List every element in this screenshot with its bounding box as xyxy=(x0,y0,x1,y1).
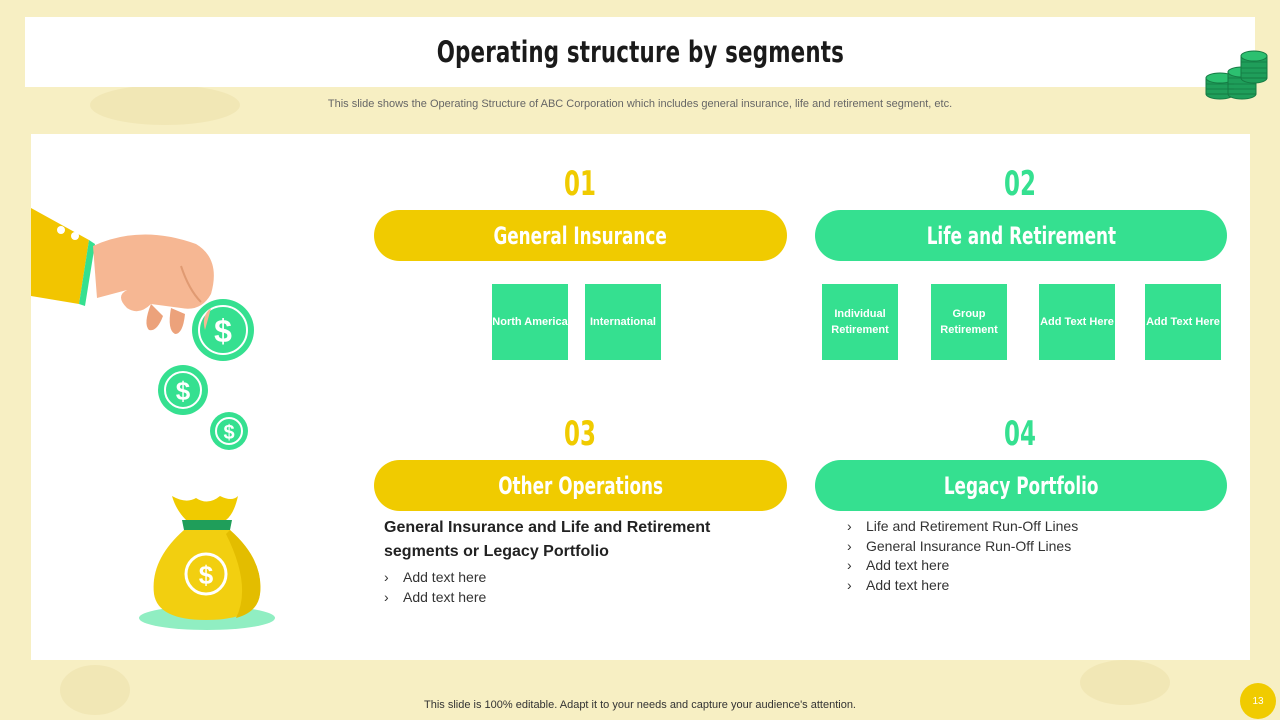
svg-text:$: $ xyxy=(223,422,234,444)
bullet-item: Life and Retirement Run-Off Lines xyxy=(847,517,1078,537)
slide-subtitle: This slide shows the Operating Structure… xyxy=(327,98,953,110)
segment-title-pill: General Insurance xyxy=(374,210,787,261)
coin-stack-icon xyxy=(1205,50,1268,100)
background-decoration xyxy=(90,85,240,125)
segment-box: Individual Retirement xyxy=(822,284,898,360)
bullet-item: Add text here xyxy=(847,576,1078,596)
segment-box: Add Text Here xyxy=(1039,284,1115,360)
svg-text:$: $ xyxy=(214,313,232,349)
title-bar: Operating structure by segments xyxy=(25,17,1255,87)
money-bag-icon: $ xyxy=(139,496,275,630)
hand-with-coin-icon: $ xyxy=(31,208,254,361)
bullet-list: Add text here Add text here xyxy=(384,568,486,607)
slide-title: Operating structure by segments xyxy=(436,35,844,69)
segment-box: Add Text Here xyxy=(1145,284,1221,360)
bullet-item: Add text here xyxy=(384,568,486,588)
dollar-coin-icon: $ xyxy=(210,412,248,450)
bullet-list: Life and Retirement Run-Off Lines Genera… xyxy=(847,517,1078,595)
bullet-item: Add text here xyxy=(847,556,1078,576)
segment-number: 02 xyxy=(1004,164,1036,204)
dollar-coin-icon: $ xyxy=(158,365,208,415)
page-number-badge: 13 xyxy=(1240,683,1276,719)
segment-title-pill: Legacy Portfolio xyxy=(815,460,1227,511)
segment-box: North America xyxy=(492,284,568,360)
svg-text:$: $ xyxy=(176,376,191,406)
segment-number: 04 xyxy=(1004,414,1036,454)
segment-title: Life and Retirement xyxy=(926,221,1116,250)
segment-box: International xyxy=(585,284,661,360)
segment-title-pill: Life and Retirement xyxy=(815,210,1227,261)
background-decoration xyxy=(60,665,130,715)
svg-text:$: $ xyxy=(199,560,214,590)
slide-footer: This slide is 100% editable. Adapt it to… xyxy=(424,699,856,711)
segment-number: 01 xyxy=(564,164,596,204)
segment-title: Legacy Portfolio xyxy=(943,471,1099,500)
segment-box: Group Retirement xyxy=(931,284,1007,360)
bullet-item: Add text here xyxy=(384,588,486,608)
background-decoration xyxy=(1080,660,1170,705)
segment-description: General Insurance and Life and Retiremen… xyxy=(384,519,711,560)
segment-title: Other Operations xyxy=(498,471,663,500)
segment-number: 03 xyxy=(564,414,596,454)
bullet-item: General Insurance Run-Off Lines xyxy=(847,537,1078,557)
segment-title: General Insurance xyxy=(493,221,668,250)
content-panel: $ $ $ $ 01 General Insurance North Ameri… xyxy=(31,134,1250,660)
segment-title-pill: Other Operations xyxy=(374,460,787,511)
